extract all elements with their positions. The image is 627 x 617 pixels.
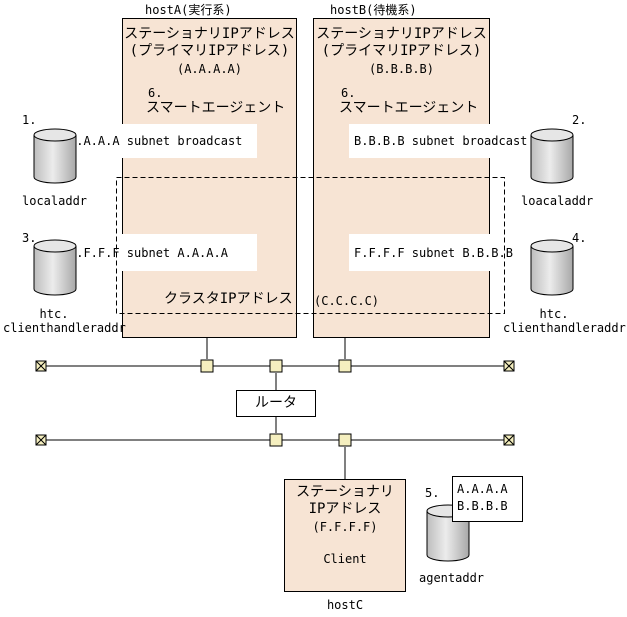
router-box: ルータ bbox=[236, 390, 316, 417]
node-router-lower bbox=[269, 433, 283, 447]
file-1-name: localaddr bbox=[22, 194, 88, 208]
file-2-number: 2. bbox=[572, 113, 587, 127]
entry-1-text: A.A.A.A subnet broadcast bbox=[69, 134, 243, 148]
hostC-stationary-line2: IPアドレス bbox=[308, 501, 382, 517]
file-5-number: 5. bbox=[425, 486, 440, 500]
file-3-name-line2: clienthandleraddr bbox=[3, 321, 126, 335]
hostA-address: (A.A.A.A) bbox=[176, 62, 243, 76]
node-hostB bbox=[338, 359, 352, 373]
file-1-number: 1. bbox=[22, 113, 37, 127]
file-2-name: loacaladdr bbox=[521, 194, 594, 208]
terminator-upper-right-icon bbox=[503, 360, 515, 372]
hostB-agent-label: スマートエージェント bbox=[339, 100, 479, 116]
file-4-name-line2: clienthandleraddr bbox=[503, 321, 626, 335]
hostA-title: hostA(実行系) bbox=[145, 3, 232, 17]
hostC-client-label: Client bbox=[323, 552, 367, 566]
file-3-name-line1: htc. bbox=[39, 307, 69, 321]
entry-box-2: B.B.B.B subnet broadcast bbox=[349, 124, 542, 158]
hostB-agent-number: 6. bbox=[341, 86, 356, 100]
file-3-number: 3. bbox=[22, 231, 37, 245]
hostA-stationary-line2: (プライマリIPアドレス) bbox=[129, 43, 290, 59]
hostB-title: hostB(待機系) bbox=[330, 3, 417, 17]
terminator-lower-left-icon bbox=[35, 434, 47, 446]
entry-4-text: F.F.F.F subnet B.B.B.B bbox=[354, 246, 513, 260]
agentaddr-entry-2: B.B.B.B bbox=[457, 499, 508, 513]
terminator-lower-right-icon bbox=[503, 434, 515, 446]
node-router-upper bbox=[269, 359, 283, 373]
file-5-name: agentaddr bbox=[419, 571, 485, 585]
hostA-agent-number: 6. bbox=[148, 86, 163, 100]
entry-3-text: F.F.F.F subnet A.A.A.A bbox=[69, 246, 228, 260]
hostB-stationary-line2: (プライマリIPアドレス) bbox=[321, 43, 482, 59]
hostC-title: hostC bbox=[326, 598, 364, 612]
router-label: ルータ bbox=[255, 395, 297, 411]
hostA-agent-label: スマートエージェント bbox=[146, 100, 286, 116]
hostB-stationary-line1: ステーショナリIPアドレス bbox=[316, 26, 487, 42]
hostC-box: ステーショナリ IPアドレス (F.F.F.F) Client bbox=[284, 479, 406, 592]
entry-box-1: A.A.A.A subnet broadcast bbox=[64, 124, 257, 158]
agentaddr-entry-1: A.A.A.A bbox=[457, 482, 508, 496]
file-4-number: 4. bbox=[572, 231, 587, 245]
entry-box-4: F.F.F.F subnet B.B.B.B bbox=[349, 234, 542, 271]
hostB-address: (B.B.B.B) bbox=[368, 62, 435, 76]
cluster-address: (C.C.C.C) bbox=[314, 294, 380, 308]
file-4-name-line1: htc. bbox=[539, 307, 569, 321]
cluster-label: クラスタIPアドレス bbox=[164, 291, 293, 307]
hostC-address: (F.F.F.F) bbox=[312, 520, 378, 534]
hostC-stationary-line1: ステーショナリ bbox=[296, 484, 394, 500]
entry-box-3: F.F.F.F subnet A.A.A.A bbox=[64, 234, 257, 271]
node-hostC bbox=[338, 433, 352, 447]
node-hostA bbox=[200, 359, 214, 373]
hostA-stationary-line1: ステーショナリIPアドレス bbox=[124, 26, 295, 42]
terminator-upper-left-icon bbox=[35, 360, 47, 372]
agentaddr-entries-box: A.A.A.A B.B.B.B bbox=[452, 476, 523, 522]
entry-2-text: B.B.B.B subnet broadcast bbox=[354, 134, 528, 148]
